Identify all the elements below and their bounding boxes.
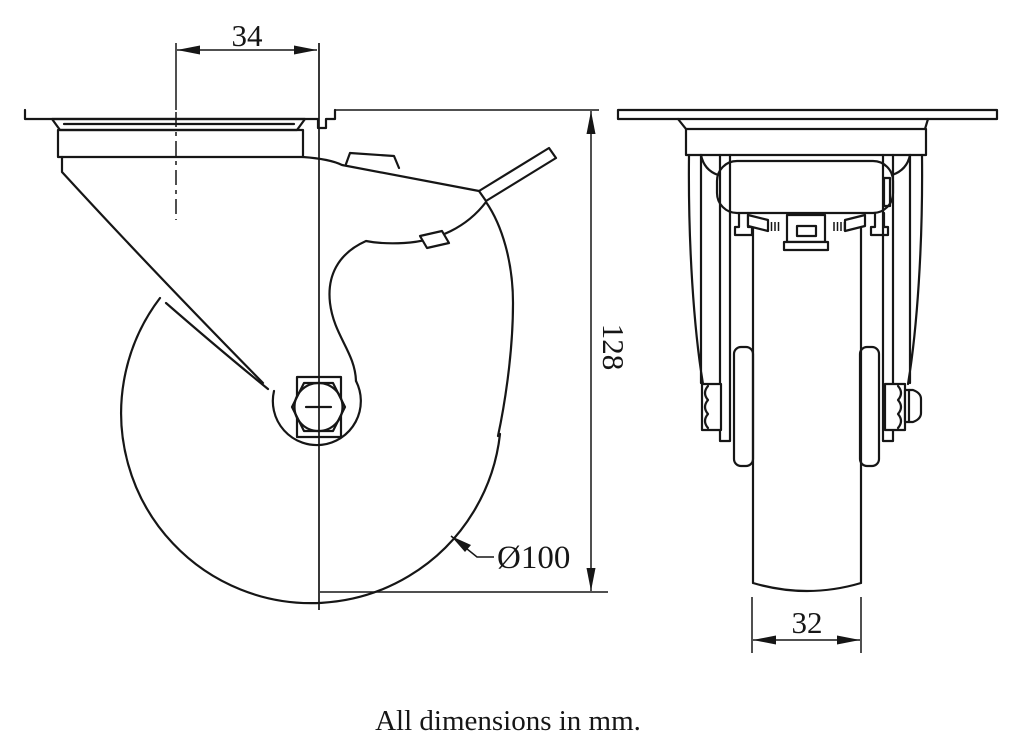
dimension-offset-34: 34: [175, 18, 317, 110]
front-brake-latch: [785, 213, 827, 244]
side-fork-inner-edge: [164, 301, 270, 391]
front-axle-left-cap: [700, 382, 723, 432]
front-swivel-flange: [676, 117, 930, 131]
side-brake-s-curve: [328, 200, 488, 383]
side-view-drawing: [23, 43, 558, 610]
side-swivel-flange: [50, 117, 307, 132]
front-swivel-housing: [684, 127, 928, 157]
front-top-plate: [616, 108, 999, 121]
front-right-hub-boss: [858, 345, 881, 468]
dim128-arrow-bottom: [586, 568, 596, 591]
dim34-arrow-left: [177, 45, 200, 55]
side-hub-curl: [271, 379, 362, 447]
side-brake-tab: [344, 151, 401, 170]
dim34-value: 34: [232, 18, 264, 53]
side-brake-lever: [477, 146, 558, 203]
dim128-arrow-top: [586, 111, 596, 134]
front-right-teeth: [833, 222, 846, 231]
front-right-leg: [881, 153, 924, 443]
front-right-brake-bracket: [869, 211, 890, 237]
front-left-washer-wave: [703, 384, 710, 430]
dimension-width-32: 32: [751, 597, 862, 653]
front-right-washer-wave: [896, 384, 903, 430]
dim128-value: 128: [596, 324, 631, 371]
front-axle-bolt-tip: [903, 388, 923, 424]
front-latch-lip: [782, 240, 830, 252]
front-drum-fillets: [699, 153, 912, 177]
dim32-value: 32: [792, 605, 823, 640]
dimension-diameter-100: Ø100: [450, 535, 570, 576]
front-latch-window: [795, 224, 818, 238]
side-brake-arm-tab: [418, 229, 451, 250]
front-view-drawing: [616, 108, 999, 593]
side-fork-left-edge: [60, 155, 265, 385]
front-left-leg: [687, 153, 732, 443]
dim32-arrow-right: [837, 635, 860, 645]
dia100-arrowhead: [451, 536, 471, 552]
dia100-value: Ø100: [497, 540, 570, 576]
side-fork-top-edge: [301, 155, 481, 193]
front-brake-drum: [715, 159, 895, 215]
dimension-height-128: 128: [320, 109, 631, 593]
dim32-ext-lines: [751, 597, 862, 653]
dim34-arrow-right: [294, 45, 317, 55]
front-wheel-tread: [751, 216, 863, 593]
front-drum-slot: [882, 176, 892, 208]
side-swivel-housing: [56, 128, 305, 159]
side-wheel-circle: [120, 296, 502, 605]
front-left-teeth: [767, 222, 780, 231]
dim32-arrow-left: [753, 635, 776, 645]
front-left-hub-boss: [732, 345, 755, 468]
drawing-caption: All dimensions in mm.: [375, 705, 641, 737]
side-fork-right-bulge: [484, 200, 515, 438]
